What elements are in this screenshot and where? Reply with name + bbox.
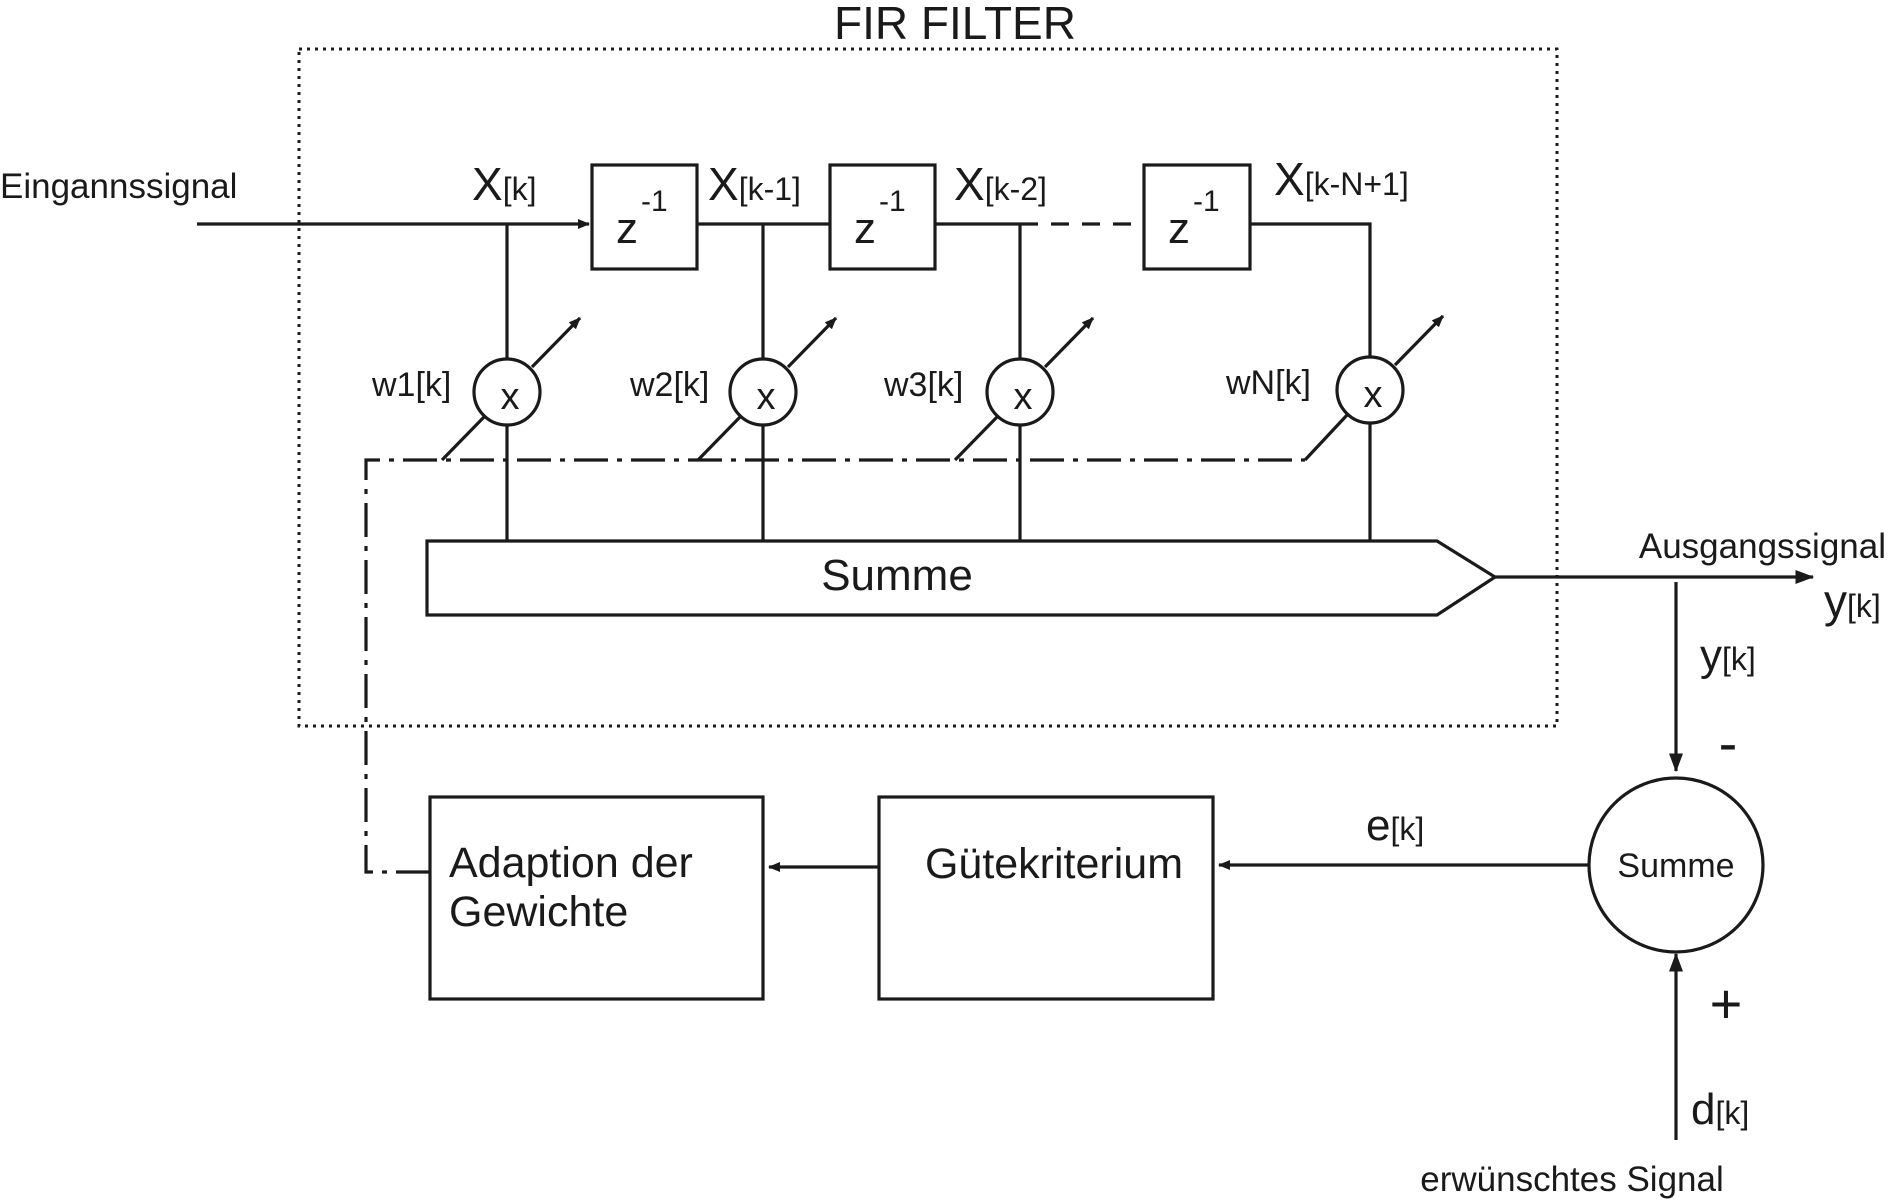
multiplier-symbol: x [1364, 374, 1383, 416]
delay-exponent: -1 [1193, 185, 1220, 218]
error-signal-label: e[k] [1366, 801, 1424, 850]
delay-exponent: -1 [641, 185, 668, 218]
minus-sign: - [1719, 711, 1738, 774]
delay-label: z [1168, 204, 1190, 253]
multiplier-symbol: x [1014, 376, 1033, 418]
tap-signal-label-1: X[k] [472, 158, 536, 210]
multiplier-1: x [440, 316, 582, 462]
desired-signal-label: erwünschtes Signal [1420, 1160, 1724, 1199]
fir-filter-title: FIR FILTER [834, 0, 1076, 49]
sum-block: Summe [425, 539, 1498, 617]
weight-label-3: w3[k] [883, 366, 963, 404]
tap-signal-label-n: X[k-N+1] [1274, 153, 1409, 205]
desired-signal-name: d[k] [1691, 1085, 1749, 1134]
last-tap-line [1250, 222, 1375, 373]
multiplier-2: x [696, 316, 838, 462]
quality-criterion-label: Gütekriterium [925, 840, 1183, 888]
multiplier-3: x [953, 316, 1095, 462]
weight-label-1: w1[k] [371, 366, 451, 404]
delay-label: z [854, 204, 876, 253]
adaption-label-line1: Adaption der [449, 839, 693, 887]
weight-label-2: w2[k] [629, 366, 709, 404]
input-signal-label: Eingannssignal [0, 167, 237, 206]
quality-criterion-block: Gütekriterium [877, 795, 1215, 1001]
sum-block-label: Summe [821, 551, 973, 600]
multiplier-symbol: x [757, 376, 776, 418]
weight-update-path [364, 458, 1305, 874]
delay-label: z [616, 204, 638, 253]
adaption-block: Adaption der Gewichte [428, 795, 765, 1001]
output-signal-label: Ausgangssignal [1639, 527, 1886, 566]
weight-label-n: wN[k] [1225, 364, 1311, 402]
error-sum-label: Summe [1617, 847, 1734, 885]
multiplier-n: x [1303, 314, 1445, 462]
adaption-label-line2: Gewichte [449, 888, 628, 936]
tap-signal-label-3: X[k-2] [954, 158, 1047, 210]
delay-block-n: z -1 [1142, 163, 1252, 271]
plus-sign: + [1710, 972, 1743, 1035]
feedback-signal-label: y[k] [1700, 631, 1756, 680]
delay-exponent: -1 [879, 185, 906, 218]
multiplier-symbol: x [501, 376, 520, 418]
delay-block-1: z -1 [590, 163, 699, 271]
output-signal-name: y[k] [1824, 575, 1881, 627]
tap-signal-label-2: X[k-1] [708, 158, 801, 210]
delay-block-2: z -1 [828, 163, 937, 271]
error-sum-node: Summe [1587, 776, 1765, 954]
